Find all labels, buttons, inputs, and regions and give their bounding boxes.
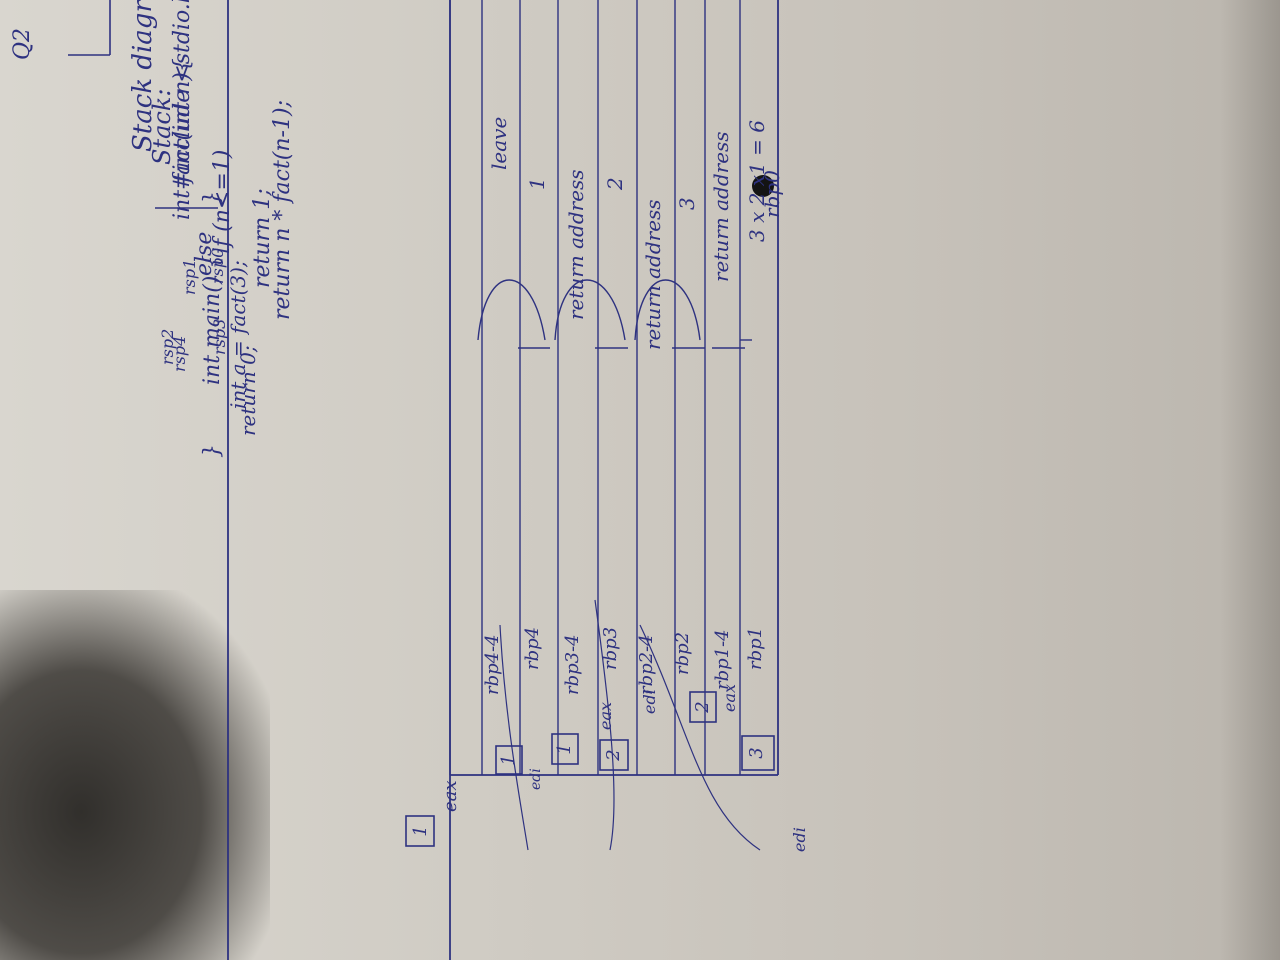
- eax-label-1: eax: [720, 683, 739, 712]
- eax-label-2: eax: [596, 701, 615, 730]
- stack-cell-4: return address: [641, 199, 665, 350]
- link-edi-3: [639, 624, 761, 851]
- rbp-label-5: rbp3-4: [562, 634, 583, 695]
- rsp-label-1: rsp1: [180, 258, 199, 295]
- edi-label-2: edi: [640, 689, 659, 714]
- rbp-label-1: rbp1-4: [712, 629, 733, 690]
- edi-box-1: [741, 735, 775, 771]
- rsp-label-0: rsp0: [208, 247, 227, 284]
- rbp-label-3: rbp2-4: [636, 634, 657, 695]
- rbp-label-6: rbp4: [522, 626, 543, 670]
- return-arc-1: [634, 279, 701, 341]
- punch-hole: [752, 175, 774, 197]
- stack-cell-3: 3: [675, 197, 699, 210]
- question-number: Q2: [10, 27, 35, 60]
- rsp-label-4: rsp4: [170, 335, 189, 372]
- rsp-label-3: rsp3: [210, 318, 229, 355]
- eax-label-final: eax: [440, 780, 461, 812]
- edi-value-3: 1: [498, 754, 519, 766]
- rbp-label-7: rbp4-4: [482, 634, 503, 695]
- stack-cell-1: 3 x 2 x1 = 6: [745, 119, 769, 242]
- eax-value-1: 2: [692, 701, 713, 713]
- link-edi-2: [594, 599, 615, 851]
- edi-box-2: [599, 739, 629, 771]
- rbp-label-4: rbp3: [600, 626, 621, 670]
- eax-value-2: 1: [554, 743, 575, 755]
- edi-box-3: [495, 745, 523, 775]
- hand-shadow: [0, 590, 270, 960]
- eax-box-final: [405, 815, 435, 847]
- return-arc-3: [477, 279, 546, 341]
- code-line-11: }: [200, 444, 225, 458]
- edi-value-2: 2: [603, 749, 624, 761]
- eax-box-1: [689, 691, 717, 723]
- stack-cell-6: return address: [564, 169, 588, 320]
- edi-value-1: 3: [746, 747, 767, 759]
- stack-cell-2: return address: [709, 131, 733, 282]
- code-line-10: return 0;: [236, 345, 260, 436]
- return-arc-2: [554, 279, 626, 341]
- stack-cell-8: leave: [487, 116, 511, 170]
- edi-label-1: edi: [790, 827, 809, 852]
- edge-shade: [1220, 0, 1280, 960]
- link-edi-1: [499, 624, 529, 851]
- eax-box-2: [551, 733, 579, 765]
- stack-cell-5: 2: [603, 177, 627, 190]
- code-line-6: return n * fact(n-1);: [270, 100, 295, 320]
- stack-cell-7: 1: [525, 177, 549, 190]
- stack-label: Stack:: [148, 88, 176, 165]
- rbp-label-0: rbp1: [745, 626, 766, 670]
- code-line-7: }: [200, 191, 225, 205]
- rbp-label-2: rbp2: [672, 631, 693, 675]
- edi-label-3: edi: [528, 768, 544, 790]
- eax-value-final: 1: [410, 825, 431, 837]
